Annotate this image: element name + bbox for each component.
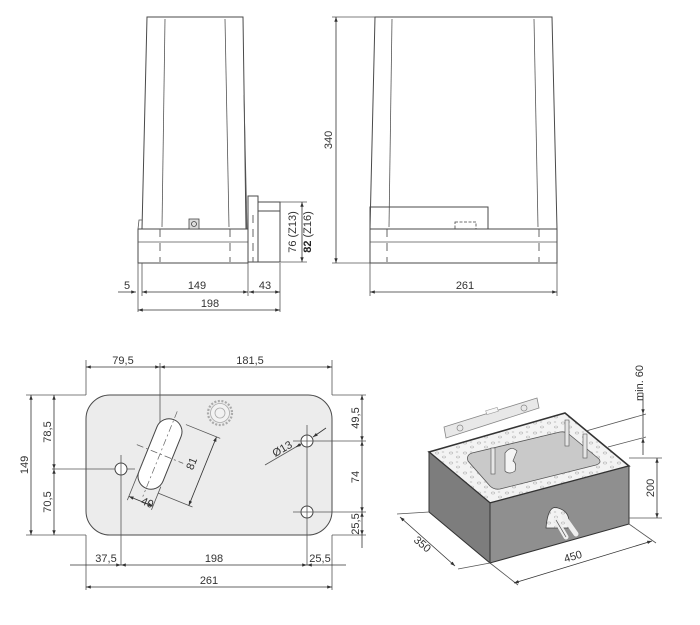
dim-200: 200 [645, 479, 657, 497]
gear-icon [206, 399, 234, 427]
dim-198: 198 [201, 298, 219, 310]
dim-76-z13: 76 (Z13) [287, 211, 299, 253]
dim-78-5: 78,5 [42, 421, 54, 442]
dim-198-plate: 198 [205, 553, 223, 565]
svg-text:76 (Z13): 76 (Z13) [287, 211, 299, 253]
anchor-bolt [564, 419, 570, 447]
dim-181-5: 181,5 [236, 355, 264, 367]
control-box [369, 206, 489, 230]
dim-25-5-right: 25,5 [350, 513, 362, 534]
dim-70-5: 70,5 [42, 491, 54, 512]
motor-base-front [369, 228, 558, 264]
side-view: 76 (Z13) 82 (Z16) 5 149 43 198 [118, 16, 314, 312]
dim-82-suffix: (Z16) [302, 211, 314, 240]
dim-149-plate: 149 [19, 456, 31, 474]
dim-79-5: 79,5 [112, 355, 133, 367]
dim-43: 43 [259, 280, 271, 292]
dim-25-5-bottom: 25,5 [309, 553, 330, 565]
dim-49-5: 49,5 [350, 407, 362, 428]
dim-450: 450 [563, 549, 584, 566]
dim-81: 81 [184, 456, 200, 472]
dim-261: 261 [456, 280, 474, 292]
connector-icon [454, 221, 477, 230]
pinion-icon [257, 201, 281, 212]
spirit-level-icon [443, 397, 540, 439]
dim-5: 5 [124, 280, 130, 292]
dim-340: 340 [323, 131, 335, 149]
foundation-drawing: min. 60 200 350 450 [396, 365, 662, 586]
cable-slot [126, 411, 221, 511]
dim-82-value: 82 [302, 241, 314, 253]
motor-cover-front [369, 16, 558, 230]
anchor-bolt [490, 447, 496, 475]
svg-text:82 (Z16): 82 (Z16) [302, 211, 314, 253]
dim-149: 149 [188, 280, 206, 292]
base-plate-drawing: 79,5 181,5 149 78,5 70,5 81 40 [19, 355, 366, 590]
front-view: 340 261 [323, 16, 558, 296]
dim-37-5: 37,5 [95, 553, 116, 565]
dim-40: 40 [139, 495, 155, 511]
anchor-bolt [582, 433, 588, 459]
motor-base-side [137, 228, 249, 264]
motor-cover-side [141, 16, 247, 230]
conduit-pipe-icon [561, 514, 579, 537]
dim-261-plate: 261 [200, 575, 218, 587]
release-lock-icon [188, 218, 200, 230]
dim-min-60: min. 60 [634, 365, 646, 401]
cable-duct-icon [504, 448, 518, 474]
dim-74: 74 [350, 471, 362, 483]
dim-350: 350 [411, 534, 433, 555]
